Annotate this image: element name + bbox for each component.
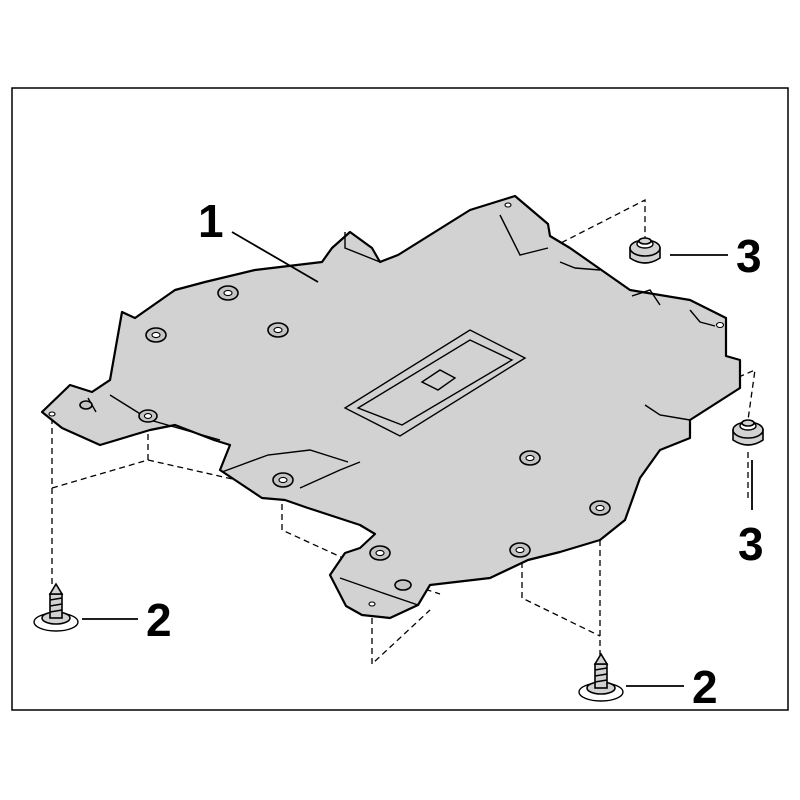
- nut-right-icon: [732, 419, 764, 446]
- underbody-panel: [40, 194, 742, 620]
- callout-panel: 1: [198, 195, 224, 247]
- panel-mounting-holes: [48, 202, 725, 607]
- underbody-panel-icon: [40, 194, 742, 620]
- callout-nut-right: 3: [738, 518, 764, 570]
- callout-screw-right: 2: [692, 661, 718, 713]
- leader-lines: [82, 231, 753, 687]
- screw-right-icon: [578, 652, 624, 702]
- nut-top-icon: [629, 237, 661, 264]
- callout-screw-left: 2: [146, 594, 172, 646]
- screw-left-icon: [33, 582, 79, 632]
- diagram-frame: [11, 87, 789, 711]
- callout-nut-top: 3: [736, 230, 762, 282]
